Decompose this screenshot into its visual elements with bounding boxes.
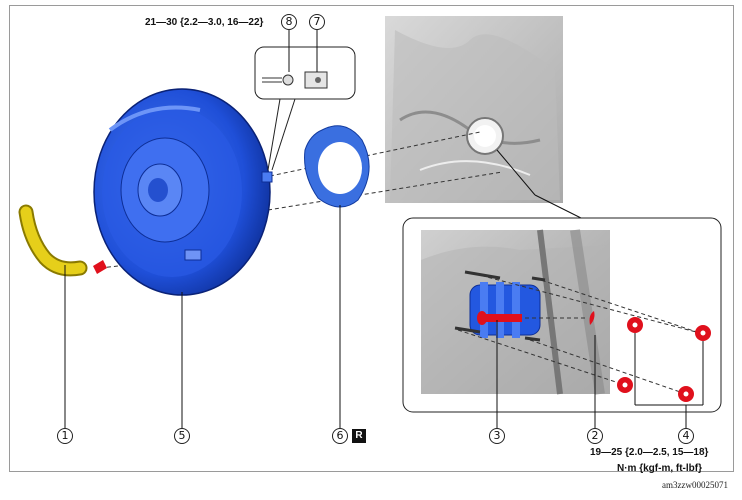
replace-badge: R — [352, 429, 366, 443]
clevis-inset — [254, 46, 356, 171]
callout-2: 2 — [587, 428, 603, 444]
torque-label-top: 21—30 {2.2—3.0, 16—22} — [145, 17, 264, 28]
gasket — [304, 125, 370, 208]
pushrod — [480, 314, 522, 322]
callout-3: 3 — [489, 428, 505, 444]
callout-8: 8 — [281, 14, 297, 30]
clip — [589, 311, 595, 325]
torque-label-bottom: 19—25 {2.0—2.5, 15—18} — [590, 447, 709, 458]
image-id: am3zzw00025071 — [662, 480, 728, 490]
units-label: N·m {kgf-m, ft-lbf} — [617, 463, 702, 474]
callout-7: 7 — [309, 14, 325, 30]
callout-6: 6 — [332, 428, 348, 444]
brake-booster — [93, 88, 273, 296]
callout-4: 4 — [678, 428, 694, 444]
detail-inset — [402, 217, 722, 413]
callout-5: 5 — [174, 428, 190, 444]
bulkhead-panel — [385, 16, 563, 203]
check-valve — [93, 260, 107, 274]
callout-1: 1 — [57, 428, 73, 444]
